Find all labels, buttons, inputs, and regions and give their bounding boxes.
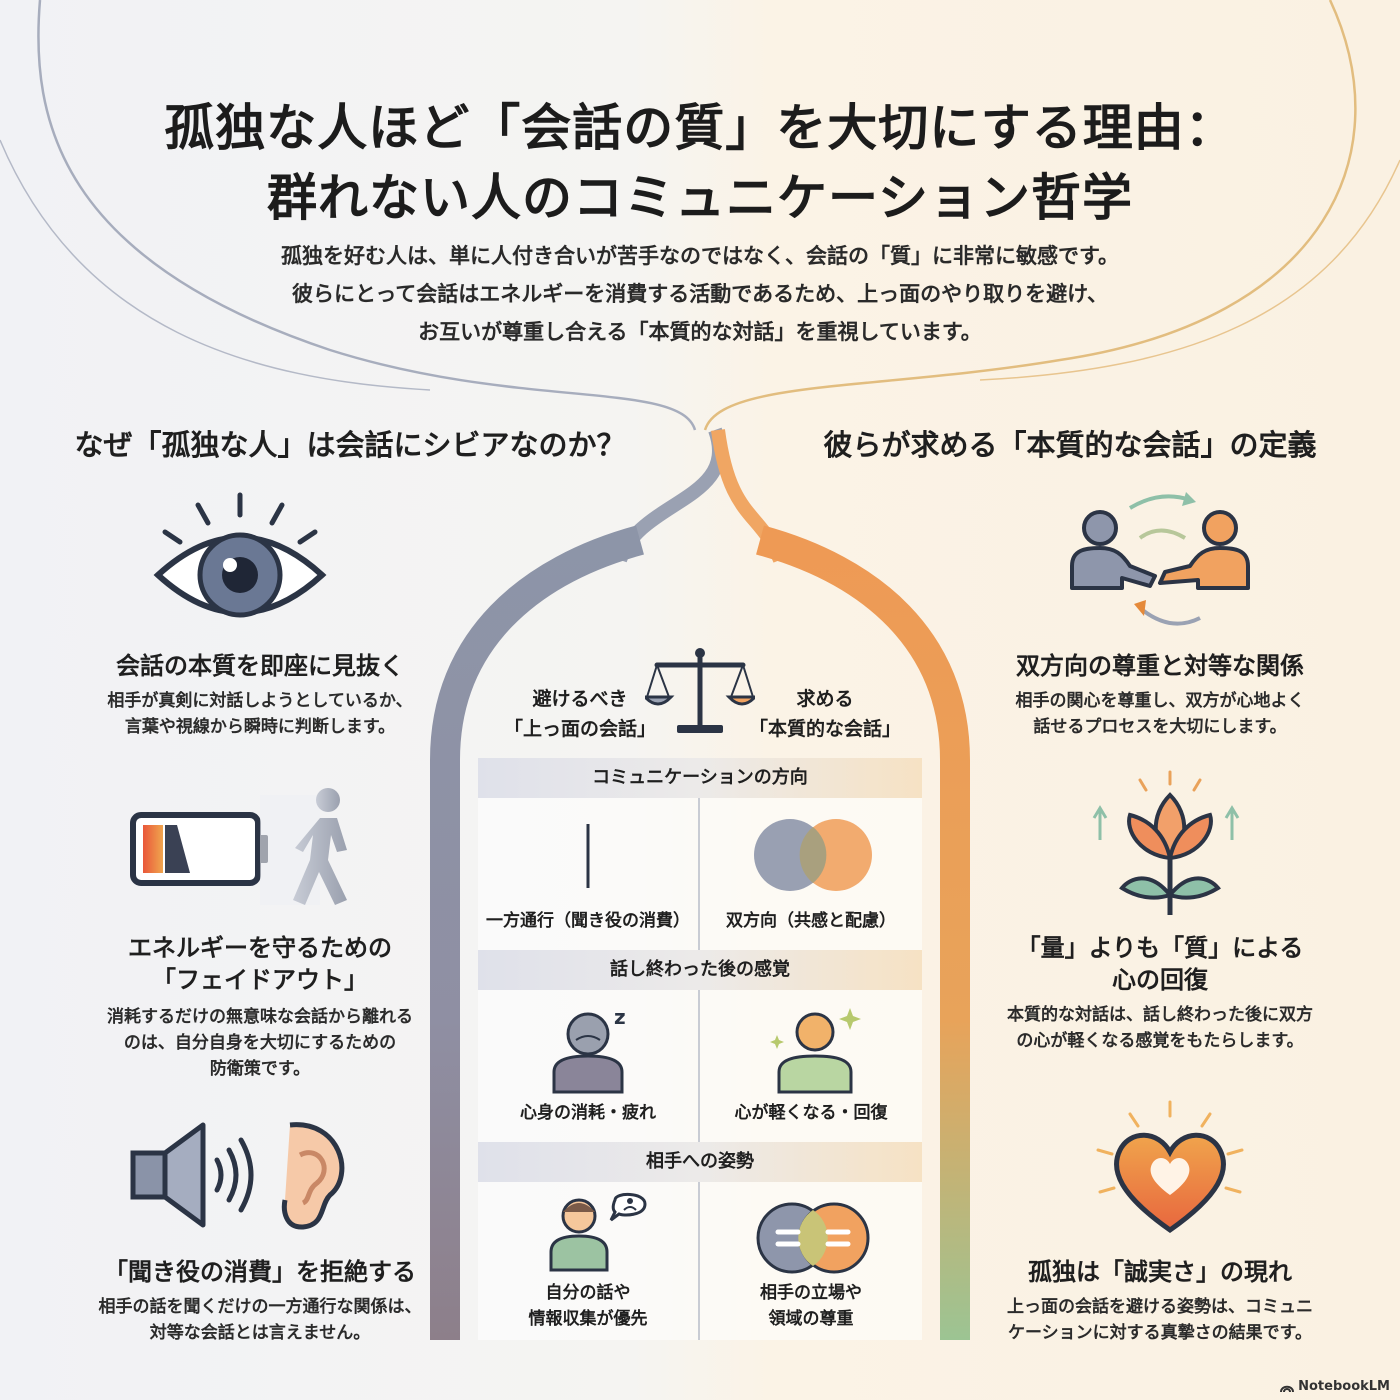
- left-item-3-desc-1: 相手の話を聞くだけの一方通行な関係は、: [98, 1297, 422, 1317]
- eye-icon: [153, 492, 327, 618]
- left-item-2-desc-1: 消耗するだけの無意味な会話から離れる: [107, 1007, 413, 1027]
- scale-icon: [645, 648, 755, 733]
- page-title-line2: 群れない人のコミュニケーション哲学: [267, 169, 1133, 227]
- tired-person-icon: z: [552, 1005, 626, 1094]
- compare-row3-left-1: 自分の話や: [545, 1283, 631, 1303]
- compare-left-head-2: 「上っ面の会話」: [503, 718, 656, 740]
- page-title-line1: 孤独な人ほど「会話の質」を大切にする理由：: [164, 99, 1236, 157]
- right-item-1-desc-2: 話せるプロセスを大切にします。: [1033, 717, 1287, 737]
- self-focused-person-icon: [549, 1193, 647, 1272]
- brand-logo: NotebookLM: [1280, 1379, 1390, 1394]
- left-item-2-desc-3: 防衛策です。: [209, 1059, 311, 1079]
- left-item-1-desc-1: 相手が真剣に対話しようとしているか、: [107, 691, 413, 711]
- compare-divider: [698, 798, 700, 1340]
- heart-icon: [1096, 1100, 1244, 1234]
- compare-left-head-1: 避けるべき: [532, 688, 628, 710]
- right-item-2-title2: 心の回復: [1112, 966, 1208, 994]
- compare-row1-right: 双方向（共感と配慮）: [726, 911, 896, 931]
- handshake-icon: [1070, 492, 1250, 626]
- brand-label: NotebookLM: [1298, 1379, 1390, 1394]
- equal-circles-icon: [756, 1202, 870, 1274]
- compare-row2-left: 心身の消耗・疲れ: [520, 1103, 656, 1123]
- notebooklm-icon: [1280, 1385, 1295, 1392]
- right-item-3-desc-2: ケーションに対する真摯さの結果です。: [1008, 1323, 1312, 1343]
- right-item-3-title: 孤独は「誠実さ」の現れ: [1028, 1258, 1292, 1286]
- compare-band-after-feeling: 話し終わった後の感覚: [478, 950, 922, 990]
- intro-line-1: 孤独を好む人は、単に人付き合いが苦手なのではなく、会話の「質」に非常に敏感です。: [281, 244, 1119, 268]
- right-item-3-desc-1: 上っ面の会話を避ける姿勢は、コミュニ: [1007, 1297, 1313, 1317]
- right-item-2-desc-1: 本質的な対話は、話し終わった後に双方: [1007, 1005, 1313, 1025]
- compare-row2-right: 心が軽くなる・回復: [734, 1103, 888, 1123]
- right-item-2-title: 「量」よりも「質」による: [1016, 934, 1304, 962]
- speaker-ear-icon: [130, 1122, 345, 1230]
- compare-row3-right-2: 領域の尊重: [768, 1309, 854, 1329]
- left-item-1-title: 会話の本質を即座に見抜く: [116, 652, 404, 680]
- right-item-1-title: 双方向の尊重と対等な関係: [1016, 652, 1304, 680]
- battery-walking-icon: [130, 788, 347, 905]
- right-item-1-desc-1: 相手の関心を尊重し、双方が心地よく: [1015, 691, 1305, 711]
- compare-band-attitude: 相手への姿勢: [478, 1142, 922, 1182]
- right-item-2-desc-2: の心が軽くなる感覚をもたらします。: [1016, 1031, 1304, 1051]
- right-section-heading: 彼らが求める「本質的な会話」の定義: [823, 428, 1317, 462]
- left-item-1-desc-2: 言葉や視線から瞬時に判断します。: [124, 717, 396, 737]
- intro-line-2: 彼らにとって会話はエネルギーを消費する活動であるため、上っ面のやり取りを避け、: [291, 282, 1109, 306]
- left-section-heading: なぜ「孤独な人」は会話にシビアなのか？: [74, 428, 626, 462]
- left-item-3-desc-2: 対等な会話とは言えません。: [149, 1323, 371, 1343]
- left-item-3-title: 「聞き役の消費」を拒絶する: [104, 1258, 416, 1286]
- compare-row3-left-2: 情報収集が優先: [528, 1309, 648, 1329]
- compare-right-head-2: 「本質的な会話」: [748, 718, 901, 740]
- intro-line-3: お互いが尊重し合える「本質的な対話」を重視しています。: [418, 320, 982, 344]
- compare-right-head-1: 求める: [796, 688, 854, 710]
- compare-band-direction: コミュニケーションの方向: [478, 758, 922, 798]
- left-item-2-title: エネルギーを守るための: [128, 934, 392, 962]
- lotus-icon: [1092, 770, 1240, 915]
- compare-row3-right-1: 相手の立場や: [760, 1283, 862, 1303]
- sleep-z-icon: z: [614, 1005, 626, 1029]
- left-item-2-desc-2: のは、自分自身を大切にするための: [123, 1033, 397, 1053]
- compare-row1-left: 一方通行（聞き役の消費）: [486, 911, 690, 931]
- one-way-line-icon: [586, 824, 590, 888]
- relieved-person-icon: [770, 1008, 861, 1094]
- left-item-2-title2: 「フェイドアウト」: [152, 966, 368, 994]
- overlap-circles-icon: [754, 819, 872, 891]
